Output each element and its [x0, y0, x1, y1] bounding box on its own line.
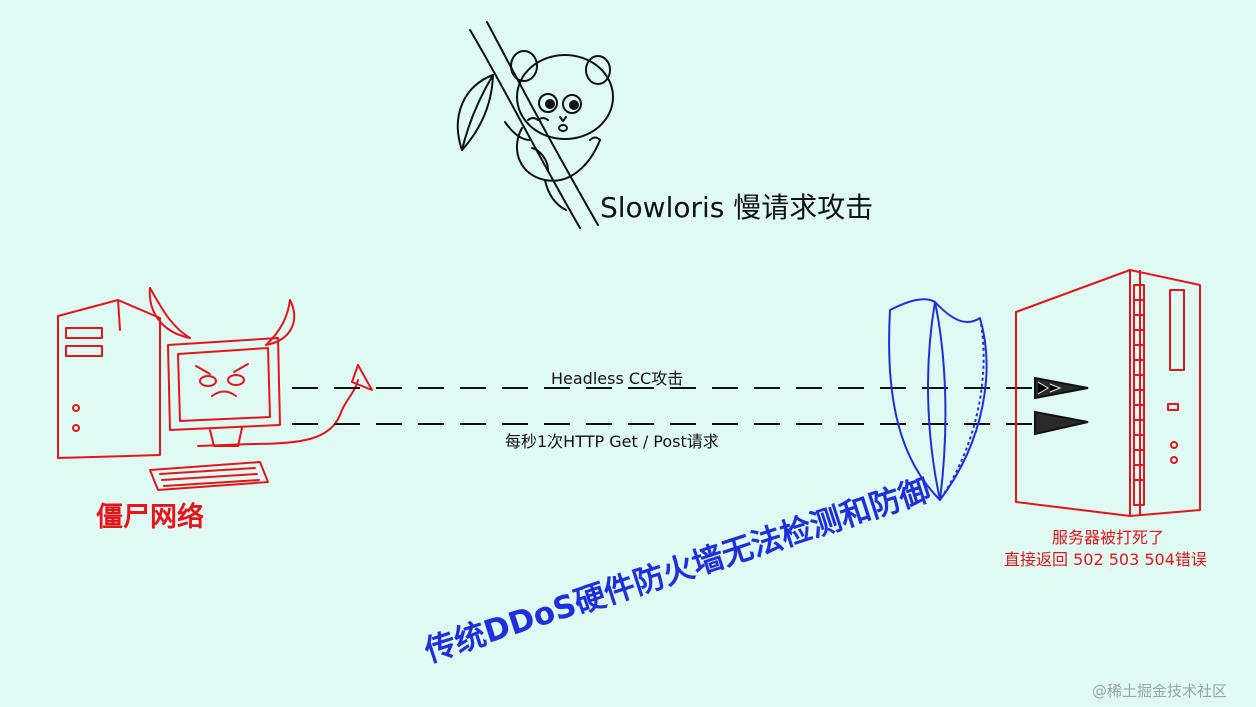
server-icon [1015, 269, 1201, 517]
request-rate-label: 每秒1次HTTP Get / Post请求 [505, 432, 719, 451]
devil-computer-icon [57, 287, 373, 491]
arrowhead-icon [1034, 376, 1089, 436]
shield-icon [888, 298, 988, 501]
watermark: @稀土掘金技术社区 [1092, 682, 1228, 700]
slow-loris-icon [456, 21, 614, 229]
attack-lines [292, 387, 1035, 425]
server-status-label: 服务器被打死了 [1052, 528, 1165, 547]
server-error-label: 直接返回 502 503 504错误 [1004, 550, 1207, 569]
botnet-label: 僵尸网络 [96, 502, 204, 533]
attack-type-label: Headless CC攻击 [551, 369, 684, 388]
diagram-title: Slowloris 慢请求攻击 [600, 191, 874, 224]
